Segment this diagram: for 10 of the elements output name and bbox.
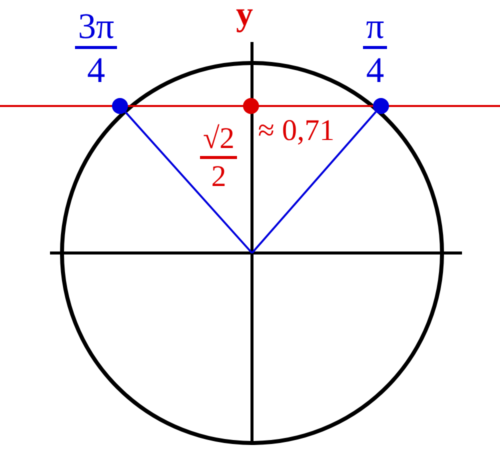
fraction-numerator: π bbox=[363, 8, 388, 49]
radius-line bbox=[124, 111, 253, 254]
fraction-numerator: √2 bbox=[200, 124, 238, 159]
fraction-denominator: 2 bbox=[210, 159, 228, 192]
fraction-numerator: 3π bbox=[75, 8, 118, 49]
fraction-denominator: 4 bbox=[365, 49, 386, 88]
fraction-denominator: 4 bbox=[86, 49, 106, 88]
axis-label: y bbox=[236, 0, 253, 32]
approximate-value: ≈ 0,71 bbox=[258, 116, 334, 146]
radius-line bbox=[251, 111, 376, 254]
